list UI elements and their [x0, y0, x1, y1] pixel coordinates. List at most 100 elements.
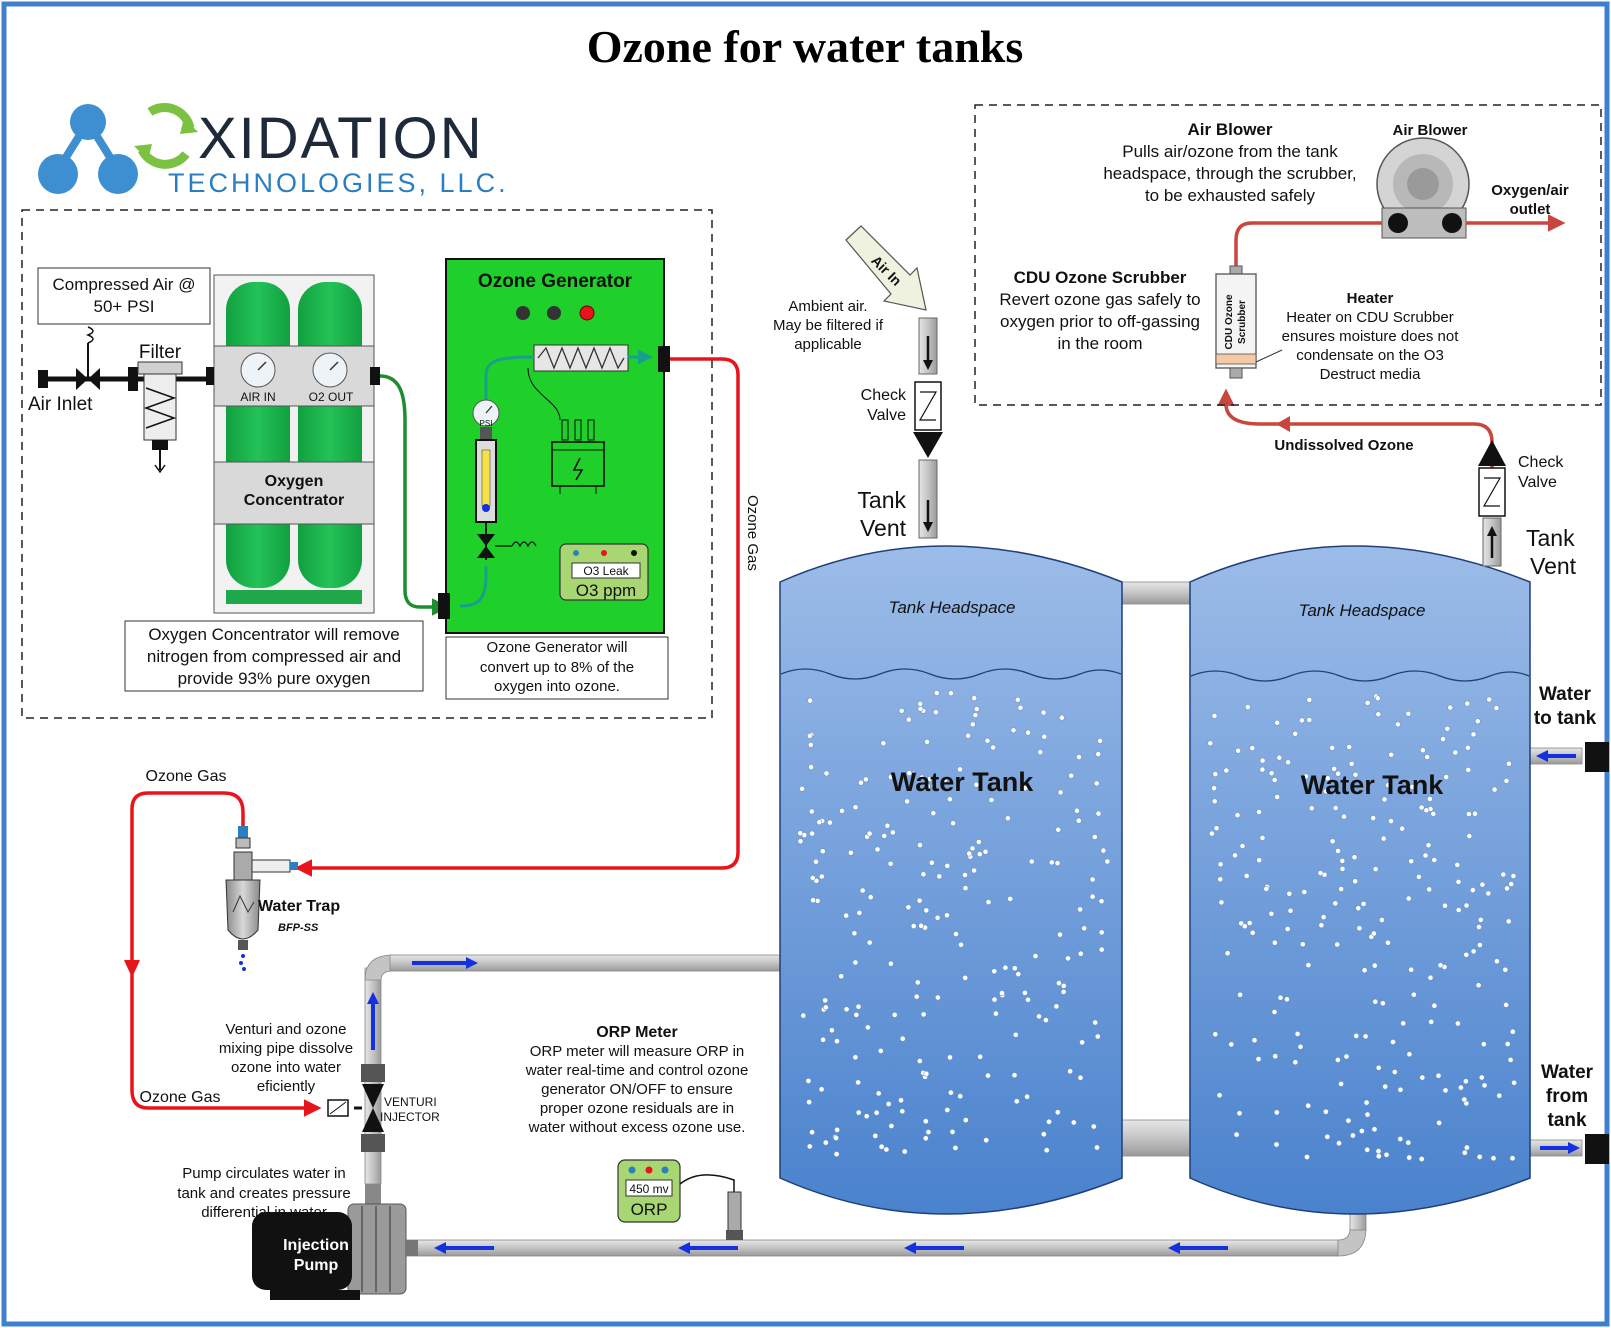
- bubble: [1075, 817, 1082, 824]
- bubble: [969, 721, 976, 728]
- undissolved-flow-arrow-icon: [1276, 416, 1290, 432]
- bubble: [1256, 809, 1262, 815]
- concentrator-name-1: Oxygen: [265, 473, 324, 490]
- bubble: [1268, 910, 1275, 917]
- bubble: [816, 819, 823, 826]
- bubble: [898, 708, 905, 714]
- bubble: [1025, 729, 1031, 736]
- bubble: [1273, 1109, 1280, 1116]
- concentrator-note-1: Oxygen Concentrator will remove: [148, 625, 399, 644]
- bubble: [1098, 898, 1105, 905]
- orp-display: 450 mv: [629, 1182, 668, 1196]
- tank-connector-bottom: [1119, 1119, 1191, 1157]
- bubble: [916, 1058, 923, 1064]
- bubble: [1251, 1037, 1258, 1044]
- air-inlet-label: Air Inlet: [28, 394, 93, 415]
- bubble: [1286, 890, 1293, 897]
- bubble: [931, 783, 937, 789]
- bubble: [1408, 858, 1415, 865]
- water-to-tank-1: Water: [1539, 684, 1592, 705]
- bubble: [1233, 1131, 1240, 1138]
- bubble: [1053, 1003, 1060, 1010]
- bubble: [1212, 771, 1219, 777]
- o2-out-gauge-label: O2 OUT: [309, 390, 354, 404]
- bubble: [1216, 1092, 1223, 1099]
- bubble: [1022, 785, 1029, 792]
- bubble: [887, 860, 894, 867]
- bubble: [1207, 740, 1214, 747]
- bubble: [833, 1151, 840, 1157]
- bubble: [1024, 1093, 1030, 1100]
- bubble: [1077, 1074, 1084, 1081]
- pump-motor-icon: [252, 1212, 352, 1290]
- scrubber-device-label-2: Scrubber: [1237, 300, 1248, 344]
- bubble: [1345, 1117, 1352, 1124]
- bubble: [899, 1035, 906, 1042]
- bubble: [1490, 1155, 1497, 1162]
- bubble: [1364, 700, 1371, 706]
- bubble: [1273, 1141, 1280, 1148]
- bubble: [920, 1011, 927, 1018]
- bubble: [923, 907, 930, 914]
- bubble: [948, 1089, 954, 1096]
- concentrator-name-2: Concentrator: [244, 492, 344, 509]
- undissolved-ozone-label: Undissolved Ozone: [1274, 437, 1413, 454]
- bubble: [1363, 1099, 1370, 1106]
- bubble: [1011, 965, 1018, 972]
- bubble: [884, 822, 891, 829]
- bubble: [1400, 1020, 1407, 1027]
- bubble: [1092, 1019, 1099, 1026]
- flow-arrow-icon: [1536, 750, 1576, 762]
- bubble: [1074, 807, 1080, 814]
- bubble: [1095, 810, 1102, 817]
- o3-ppm-label: O3 ppm: [576, 581, 636, 600]
- bubble: [1274, 794, 1281, 800]
- injection-pump: [252, 1184, 418, 1300]
- ozone-flow-arrow-icon: [124, 959, 140, 978]
- psi-label: PSI: [480, 419, 493, 428]
- bubble: [809, 830, 815, 837]
- bubble: [1465, 744, 1471, 751]
- bubble: [925, 1129, 932, 1135]
- bubble: [1015, 971, 1022, 977]
- bubble: [948, 690, 954, 697]
- bubble: [1508, 881, 1515, 887]
- pump-note-2: tank and creates pressure: [177, 1185, 350, 1202]
- bubble: [1224, 950, 1231, 957]
- bubble: [1095, 751, 1102, 757]
- bubble: [933, 690, 940, 696]
- tank2-name: Water Tank: [1301, 770, 1445, 800]
- bubble: [1324, 1133, 1331, 1140]
- scrubber-to-blower-line: [1234, 221, 1382, 272]
- bubble: [1463, 1078, 1469, 1085]
- bubble: [1341, 813, 1347, 820]
- bubble: [834, 1038, 840, 1044]
- bubble: [1036, 1013, 1042, 1020]
- bubble: [982, 848, 989, 855]
- bubble: [1388, 751, 1395, 758]
- bubble: [1436, 1120, 1442, 1126]
- blower-note-1: Pulls air/ozone from the tank: [1122, 142, 1338, 161]
- bubble: [1272, 1053, 1279, 1060]
- bubble: [797, 830, 804, 837]
- bubble: [1371, 962, 1378, 969]
- bubble: [1491, 786, 1498, 793]
- bubble: [944, 1107, 951, 1113]
- bubble: [878, 1143, 885, 1150]
- bubble: [1431, 1002, 1438, 1009]
- compressed-air-box: [37, 267, 211, 325]
- bubble: [827, 819, 833, 826]
- bubble: [853, 1012, 860, 1018]
- bubble: [888, 1123, 895, 1129]
- bubble: [1455, 907, 1462, 913]
- bubble: [1426, 886, 1433, 893]
- flow-arrows: [367, 750, 1580, 1254]
- bubble: [1382, 1083, 1389, 1090]
- bubble: [888, 960, 894, 967]
- bubble: [1477, 917, 1484, 923]
- bubble: [1464, 1144, 1470, 1151]
- bubble: [952, 1145, 959, 1151]
- bubble: [1372, 998, 1379, 1005]
- bubble: [1405, 710, 1412, 717]
- bubble: [1054, 860, 1061, 866]
